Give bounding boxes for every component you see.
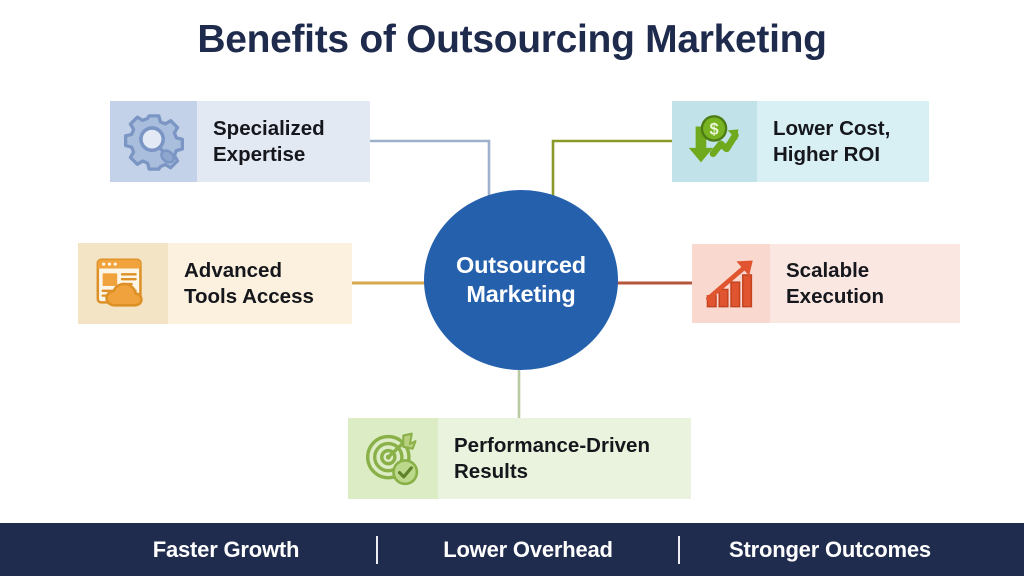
benefit-label-tile: Advanced Tools Access: [168, 243, 352, 324]
benefit-card-scalable-execution[interactable]: Scalable Execution: [692, 244, 960, 323]
footer-item-lower-overhead: Lower Overhead: [443, 536, 613, 562]
benefit-card-performance-results[interactable]: Performance-Driven Results: [348, 418, 691, 499]
bar-chart-arrow-icon: [692, 244, 770, 323]
benefit-card-specialized-expertise[interactable]: Specialized Expertise: [110, 101, 370, 182]
browser-cloud-icon: [78, 243, 168, 324]
dollar-coin-arrows-icon: $: [672, 101, 757, 182]
benefit-card-lower-cost[interactable]: $ Lower Cost, Higher ROI: [672, 101, 929, 182]
footer-item-faster-growth: Faster Growth: [152, 536, 300, 562]
footer-divider: [376, 535, 378, 564]
benefit-label: Performance-Driven Results: [454, 433, 650, 483]
benefit-label-tile: Lower Cost, Higher ROI: [757, 101, 929, 182]
gear-magnifier-icon: [110, 101, 197, 182]
benefit-label-tile: Scalable Execution: [770, 244, 960, 323]
footer-bar: Faster Growth Lower Overhead Stronger Ou…: [0, 523, 1024, 576]
target-check-icon: [348, 418, 438, 499]
benefit-label: Scalable Execution: [786, 258, 884, 308]
benefit-card-advanced-tools[interactable]: Advanced Tools Access: [78, 243, 352, 324]
center-node-outsourced-marketing[interactable]: Outsourced Marketing: [424, 190, 618, 370]
benefit-label: Specialized Expertise: [213, 116, 325, 166]
footer-divider: [678, 535, 680, 564]
svg-text:$: $: [709, 120, 718, 138]
footer-item-stronger-outcomes: Stronger Outcomes: [729, 536, 931, 562]
benefit-label-tile: Specialized Expertise: [197, 101, 370, 182]
page-title: Benefits of Outsourcing Marketing: [197, 18, 827, 61]
benefit-label-tile: Performance-Driven Results: [438, 418, 691, 499]
benefit-label: Advanced Tools Access: [184, 258, 314, 308]
center-node-label: Outsourced Marketing: [456, 252, 586, 307]
benefit-label: Lower Cost, Higher ROI: [773, 116, 891, 166]
